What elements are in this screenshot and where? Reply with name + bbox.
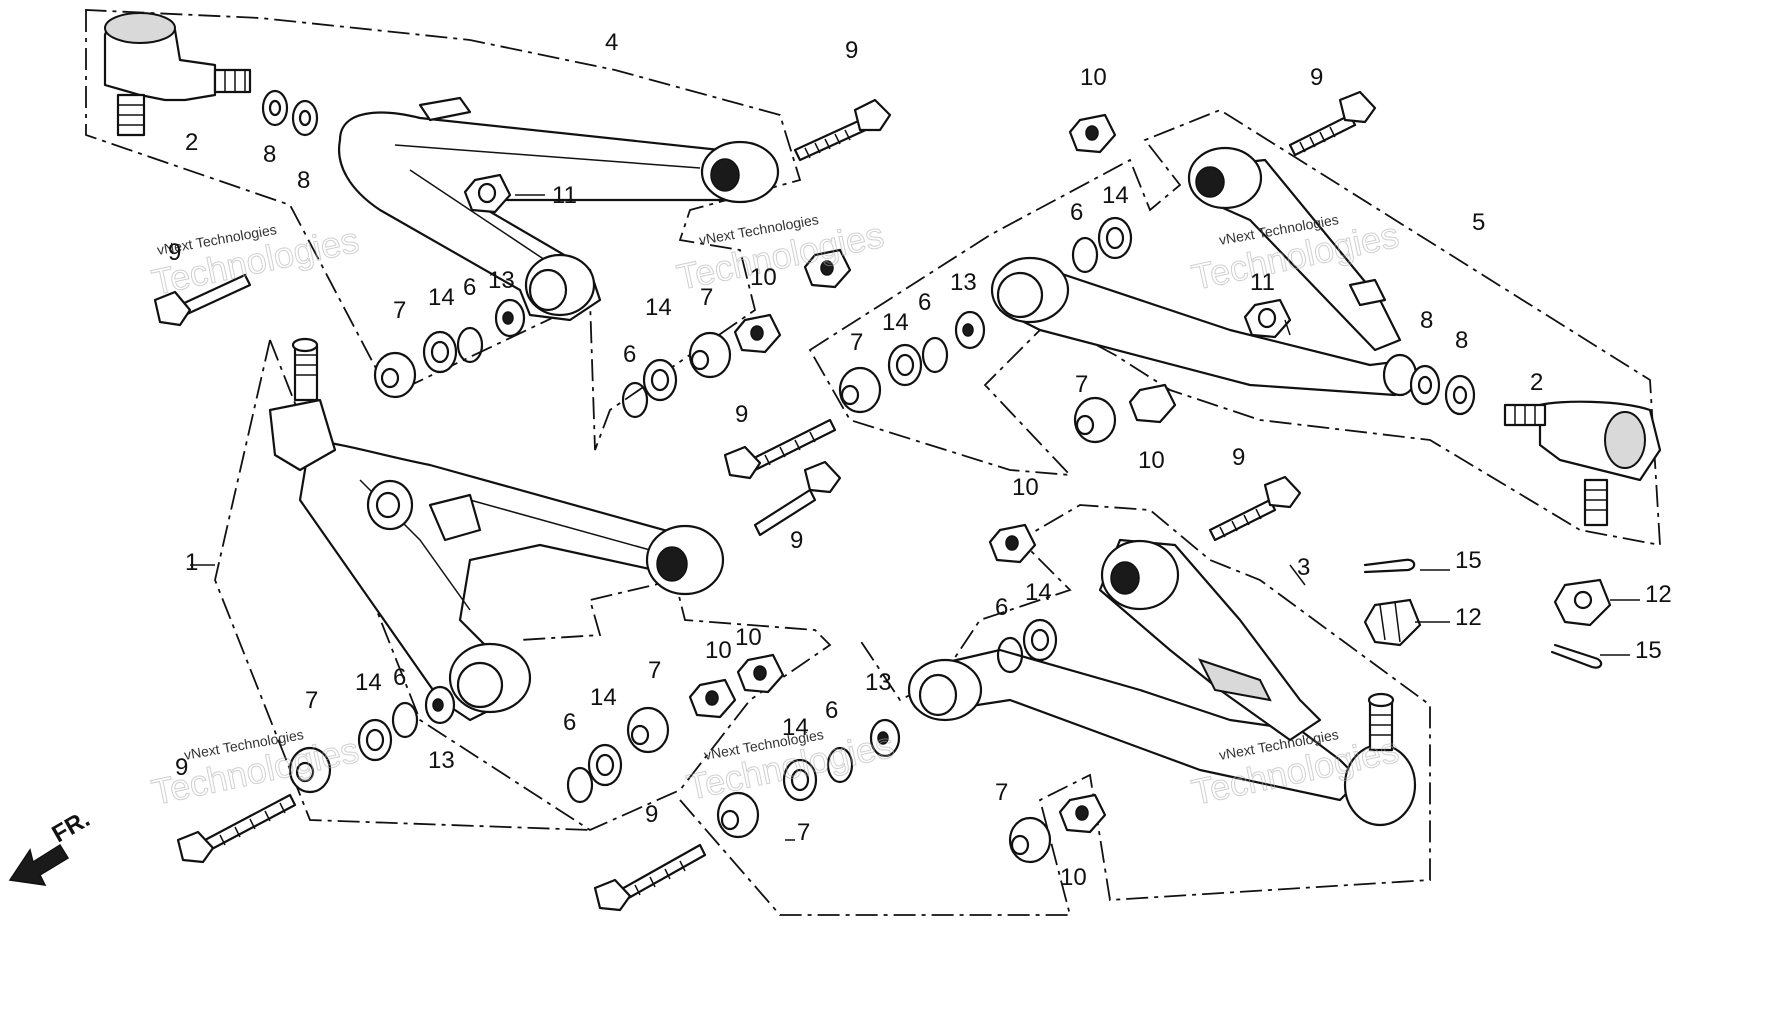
- small-hardware: [261, 89, 1612, 864]
- callout-9: 9: [645, 801, 658, 828]
- callout-9: 9: [1310, 64, 1323, 91]
- callout-10: 10: [735, 624, 762, 651]
- callout-9: 9: [790, 527, 803, 554]
- callout-6: 6: [563, 709, 576, 736]
- callout-3: 3: [1297, 554, 1310, 581]
- callout-10: 10: [1080, 64, 1107, 91]
- callout-7: 7: [995, 779, 1008, 806]
- callout-5: 5: [1472, 209, 1485, 236]
- front-label: FR.: [48, 805, 95, 848]
- callout-10: 10: [1012, 474, 1039, 501]
- callout-6: 6: [1070, 199, 1083, 226]
- callout-6: 6: [463, 274, 476, 301]
- callout-6: 6: [393, 664, 406, 691]
- callout-7: 7: [393, 297, 406, 324]
- callout-10: 10: [1060, 864, 1087, 891]
- callout-11: 11: [552, 182, 577, 209]
- front-direction-arrow: FR.: [8, 805, 95, 886]
- tie-rod-end-left-2: [103, 12, 252, 137]
- callout-9: 9: [735, 401, 748, 428]
- callout-15: 15: [1635, 637, 1662, 664]
- callout-12: 12: [1455, 604, 1482, 631]
- callout-2: 2: [185, 129, 198, 156]
- callout-13: 13: [865, 669, 892, 696]
- upper-arm-left-4: [337, 96, 780, 322]
- callout-13: 13: [488, 267, 515, 294]
- callout-4: 4: [605, 29, 618, 56]
- callout-14: 14: [428, 284, 455, 311]
- callout-8: 8: [1420, 307, 1433, 334]
- callout-numbers: 2 8 8 4 9 11 9 7 14 6 13 14 7 10 6 9 10 …: [168, 29, 1672, 891]
- group-outlines: [85, 9, 1661, 916]
- callout-9: 9: [175, 754, 188, 781]
- callout-2: 2: [1530, 369, 1543, 396]
- callout-12: 12: [1645, 581, 1672, 608]
- callout-6: 6: [825, 697, 838, 724]
- callout-7: 7: [305, 687, 318, 714]
- leader-lines: [190, 194, 1640, 841]
- callout-7: 7: [797, 819, 810, 846]
- callout-6: 6: [995, 594, 1008, 621]
- callout-10: 10: [1138, 447, 1165, 474]
- callout-9: 9: [1232, 444, 1245, 471]
- callout-14: 14: [882, 309, 909, 336]
- callout-14: 14: [782, 714, 809, 741]
- callout-8: 8: [297, 167, 310, 194]
- callout-14: 14: [645, 294, 672, 321]
- callout-14: 14: [355, 669, 382, 696]
- callout-14: 14: [1102, 182, 1129, 209]
- bolts-9: [153, 90, 1377, 912]
- callout-1: 1: [185, 549, 198, 576]
- lower-arm-left-1: [268, 337, 725, 722]
- callout-14: 14: [590, 684, 617, 711]
- callout-8: 8: [263, 141, 276, 168]
- callout-10: 10: [705, 637, 732, 664]
- callout-7: 7: [1075, 371, 1088, 398]
- callout-7: 7: [648, 657, 661, 684]
- callout-6: 6: [918, 289, 931, 316]
- tie-rod-end-right-2: [1503, 400, 1662, 527]
- callout-6: 6: [623, 341, 636, 368]
- callout-8: 8: [1455, 327, 1468, 354]
- callout-10: 10: [750, 264, 777, 291]
- callout-9: 9: [168, 239, 181, 266]
- callout-7: 7: [850, 329, 863, 356]
- callout-13: 13: [950, 269, 977, 296]
- callout-7: 7: [700, 284, 713, 311]
- lower-arm-right-3: [907, 538, 1417, 827]
- callout-9: 9: [845, 37, 858, 64]
- callout-14: 14: [1025, 579, 1052, 606]
- upper-arm-right-5: [990, 146, 1422, 397]
- callout-13: 13: [428, 747, 455, 774]
- callout-15: 15: [1455, 547, 1482, 574]
- callout-11: 11: [1250, 269, 1275, 296]
